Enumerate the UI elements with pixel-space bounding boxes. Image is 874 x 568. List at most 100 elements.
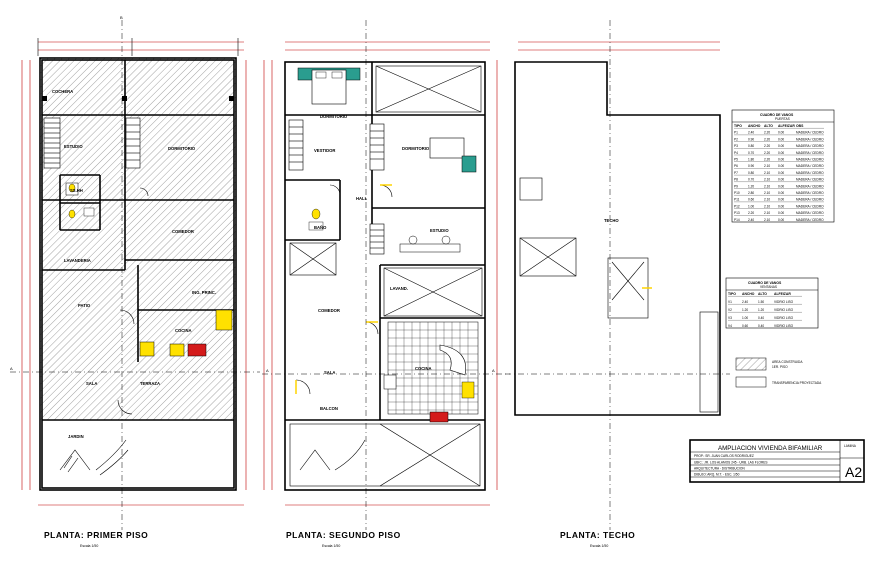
table-cell: 0.60 — [742, 324, 748, 328]
built-area-hatch — [40, 58, 236, 420]
table-cell: 2.10 — [764, 191, 770, 195]
titleblock-row-1: PROP.: SR. JUAN CARLOS RODRIGUEZ — [694, 454, 754, 458]
first-floor-outline — [39, 57, 237, 491]
svg-text:A: A — [492, 368, 495, 373]
table-cell: MADERA / CEDRO — [796, 171, 824, 175]
doors-table-sub: PUERTAS — [775, 117, 790, 121]
table-cell: MADERA / CEDRO — [796, 191, 824, 195]
table-header-cell: ALTO — [758, 292, 767, 296]
stove-icon — [187, 343, 207, 357]
table-header-cell: TIPO — [734, 124, 742, 128]
room-label-comedor-2: COMEDOR — [318, 308, 340, 313]
table-cell: 0.00 — [778, 144, 784, 148]
table-cell: 2.20 — [764, 137, 770, 141]
room-label-balcon: BALCON — [320, 406, 338, 411]
table-cell: MADERA / CEDRO — [796, 158, 824, 162]
table-cell: MADERA / CEDRO — [796, 131, 824, 135]
table-cell: 0.00 — [778, 171, 784, 175]
table-cell: MADERA / CEDRO — [796, 218, 824, 222]
single-bed-icon — [429, 137, 465, 159]
room-label-estudio: ESTUDIO — [64, 144, 83, 149]
second-floor-title: PLANTA: SEGUNDO PISO — [286, 530, 401, 540]
room-label-lavand: LAVAND. — [390, 286, 408, 291]
room-label-terraza: TERRAZA — [140, 381, 160, 386]
svg-text:A: A — [266, 368, 269, 373]
table-cell: 1.20 — [748, 184, 754, 188]
table-cell: 1.80 — [748, 158, 754, 162]
table-cell: MADERA / CEDRO — [796, 198, 824, 202]
windows-table-sub: VENTANAS — [760, 285, 777, 289]
table-cell: 2.10 — [764, 198, 770, 202]
kitchen-tile-floor — [383, 321, 479, 423]
legend-item-1b: 1ER. PISO — [772, 365, 788, 369]
roof-outline — [514, 61, 721, 416]
table-cell: P9 — [734, 184, 738, 188]
table-cell: P1 — [734, 131, 738, 135]
table-cell: 2.10 — [764, 171, 770, 175]
room-label-area: ING. PRINC. — [192, 290, 216, 295]
room-label-hall: HALL — [356, 196, 368, 201]
table-cell: 2.10 — [764, 211, 770, 215]
second-floor-dimensions — [263, 41, 498, 506]
table-cell: VIDRIO LISO — [774, 300, 794, 304]
table-cell: V3 — [728, 316, 732, 320]
table-cell: MADERA / CEDRO — [796, 137, 824, 141]
table-cell: 1.50 — [758, 300, 764, 304]
kitchen-fixture — [139, 341, 155, 357]
table-cell: MADERA / CEDRO — [796, 211, 824, 215]
doors-table-title: CUADRO DE VANOS — [760, 113, 794, 117]
table-cell: 2.20 — [764, 158, 770, 162]
table-cell: 0.00 — [778, 211, 784, 215]
table-cell: P11 — [734, 198, 740, 202]
table-cell: 2.20 — [748, 211, 754, 215]
table-cell: MADERA / CEDRO — [796, 151, 824, 155]
table-cell: 1.20 — [758, 308, 764, 312]
room-label-cocina-2: COCINA — [415, 366, 432, 371]
bed-icon — [297, 67, 361, 105]
table-cell: 2.10 — [764, 218, 770, 222]
svg-text:A: A — [10, 366, 13, 371]
room-label-techo: TECHO — [604, 218, 619, 223]
roof-scale: Escala 1/50 — [590, 544, 608, 548]
first-floor-title: PLANTA: PRIMER PISO — [44, 530, 148, 540]
table-cell: 0.90 — [748, 137, 754, 141]
table-cell: MADERA / CEDRO — [796, 204, 824, 208]
table-cell: V2 — [728, 308, 732, 312]
table-cell: 0.00 — [778, 218, 784, 222]
room-label-vestidor: VESTIDOR — [314, 148, 335, 153]
second-floor-scale: Escala 1/50 — [322, 544, 340, 548]
table-cell: 0.00 — [778, 184, 784, 188]
table-cell: 2.20 — [764, 144, 770, 148]
table-cell: P3 — [734, 144, 738, 148]
room-label-dormitorio-2: DORMITORIO — [402, 146, 430, 151]
titleblock-row-3: ARQUITECTURA - DISTRIBUCION — [694, 467, 745, 471]
table-cell: 0.00 — [778, 191, 784, 195]
table-cell: P4 — [734, 151, 738, 155]
roof-plan: TECHO PLANTA: TECHO Escala 1/50 — [505, 20, 730, 548]
table-cell: P13 — [734, 211, 740, 215]
table-cell: V1 — [728, 300, 732, 304]
first-floor-stairs — [43, 117, 141, 169]
table-cell: P12 — [734, 204, 740, 208]
table-cell: 0.80 — [748, 144, 754, 148]
room-label-bano: BAÑO — [314, 225, 327, 230]
table-cell: 0.00 — [778, 198, 784, 202]
table-cell: P2 — [734, 137, 738, 141]
table-cell: 0.00 — [778, 178, 784, 182]
svg-text:B: B — [120, 15, 123, 20]
legend-item-1: AREA CONSTRUIDA — [772, 360, 803, 364]
table-cell: 2.10 — [764, 184, 770, 188]
table-cell: MADERA / CEDRO — [796, 164, 824, 168]
table-header-cell: ANCHO — [748, 124, 761, 128]
table-cell: 2.10 — [764, 204, 770, 208]
table-cell: P8 — [734, 178, 738, 182]
second-floor-stairs — [288, 119, 385, 255]
table-cell: 2.40 — [742, 300, 748, 304]
table-header-cell: ALFEIZAR — [774, 292, 791, 296]
table-cell: VIDRIO LISO — [774, 308, 794, 312]
table-cell: 0.00 — [778, 164, 784, 168]
